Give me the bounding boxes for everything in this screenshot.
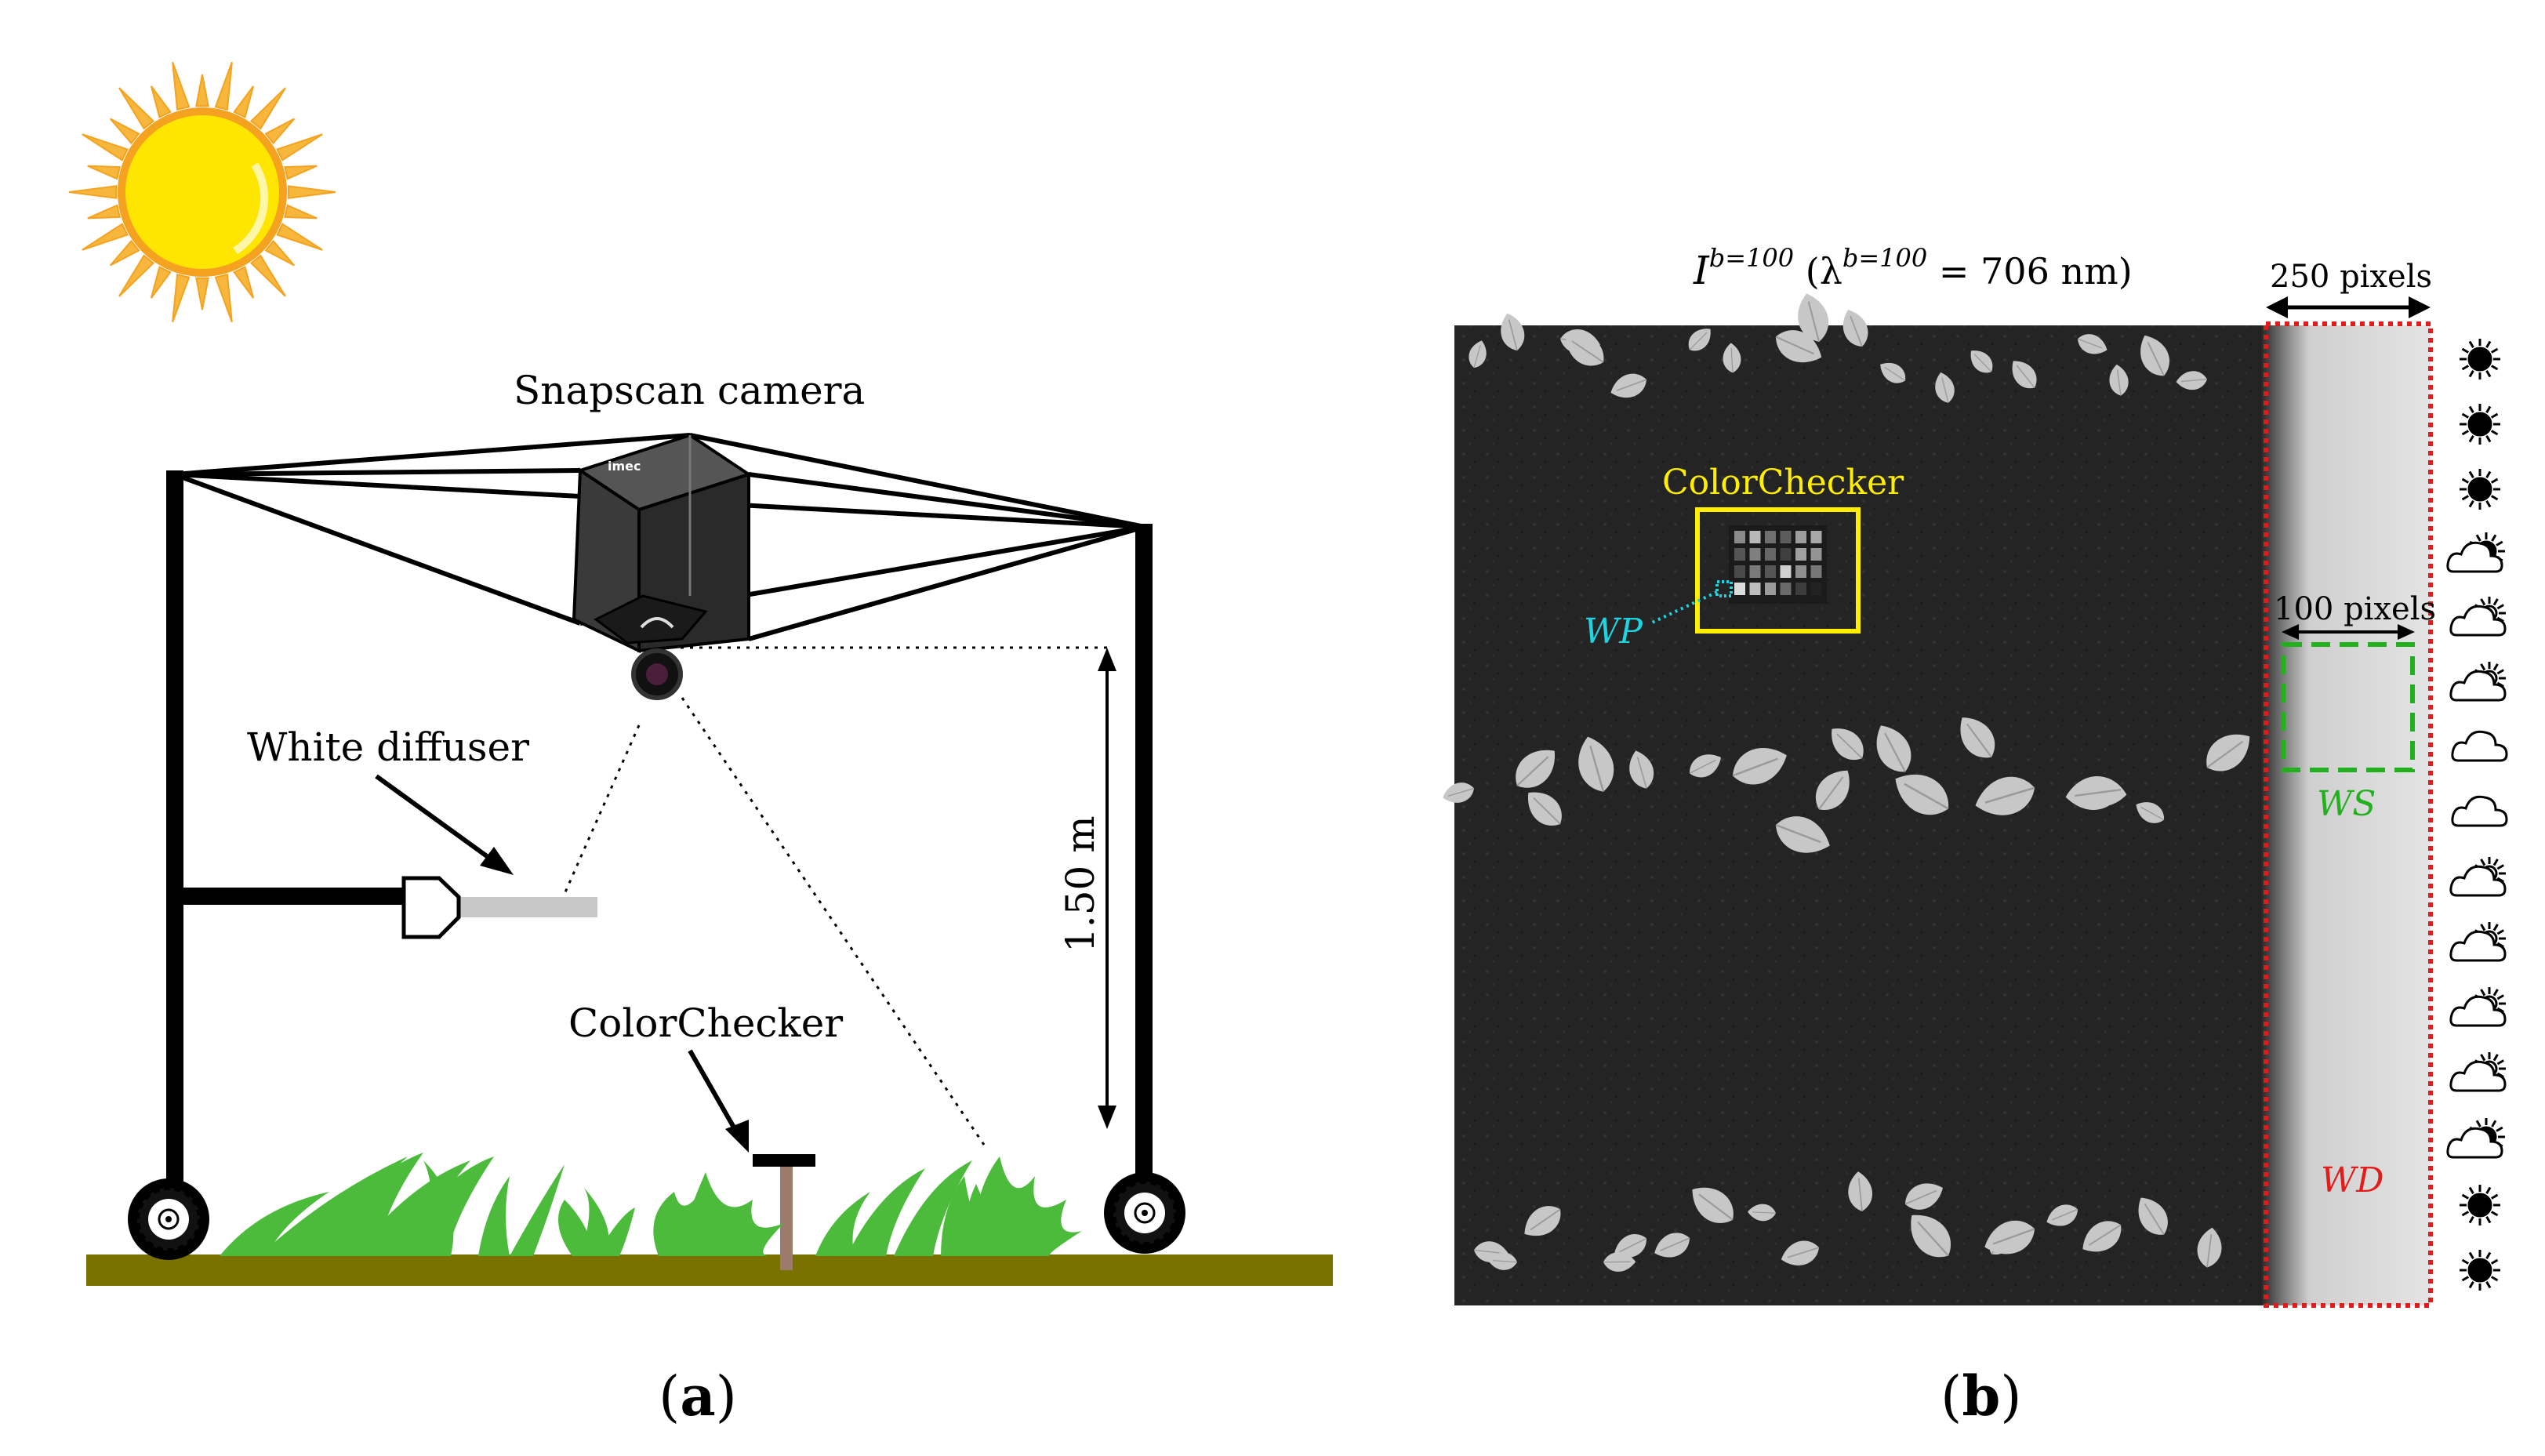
colorchecker-patch: [1810, 548, 1822, 561]
white-sample-region: [2281, 642, 2415, 772]
cloud-sun-icon: [2449, 597, 2507, 637]
colorchecker-patch: [1734, 565, 1745, 578]
sun-icon: [68, 61, 336, 323]
white-diffuser: [401, 876, 597, 939]
wp-label: WP: [1584, 612, 1643, 652]
sun-behind-cloud-icon: [2446, 532, 2505, 573]
height-dimension: [1098, 648, 1116, 1129]
left-wheel: [128, 1178, 209, 1260]
colorchecker-patch: [1780, 583, 1792, 595]
cloud-sun-icon: [2449, 987, 2507, 1027]
colorchecker-patch: [1765, 548, 1776, 561]
spectral-image: [1439, 289, 2431, 1305]
colorchecker-patch: [1780, 531, 1792, 543]
colorchecker-patch: [1780, 565, 1792, 578]
cloud-sun-icon: [2449, 1052, 2507, 1092]
snapscan-camera: imec: [572, 433, 753, 700]
panel-b-title: Ib=100 (λb=100 = 706 nm): [1693, 243, 2133, 293]
sun-icon: [2460, 1185, 2500, 1225]
colorchecker-patch: [1810, 583, 1822, 595]
caption-a: (a): [659, 1363, 737, 1429]
wd-label: WD: [2321, 1160, 2384, 1200]
colorchecker-patch: [1795, 531, 1806, 543]
right-wheel: [1104, 1172, 1185, 1254]
colorchecker-patch: [1734, 531, 1745, 543]
title-mid: (λ: [1794, 250, 1842, 292]
colorchecker-patch: [1749, 548, 1761, 561]
colorchecker-patch: [1765, 583, 1776, 595]
caption-b: (b): [1941, 1363, 2022, 1429]
cloud-icon: [2451, 795, 2508, 827]
diffuser-pointer-arrow: [375, 774, 514, 875]
colorchecker-stand: [753, 1154, 815, 1270]
colorchecker-patch: [1780, 548, 1792, 561]
ground: [86, 1254, 1333, 1286]
colorchecker-patch: [1734, 548, 1745, 561]
width-250-label: 250 pixels: [2270, 259, 2432, 295]
caption-a-open: (: [659, 1364, 680, 1429]
title-sup2: b=100: [1842, 243, 1927, 273]
colorchecker-patch: [1749, 583, 1761, 595]
cloud-icon: [2451, 730, 2508, 762]
colorchecker-chart: [1695, 507, 1861, 634]
camera-brand-label: imec: [608, 459, 641, 474]
frame: [166, 470, 1153, 1200]
width-100-arrow: [2282, 624, 2415, 640]
diffuser-label: White diffuser: [247, 724, 529, 770]
title-sup1: b=100: [1709, 243, 1794, 273]
caption-b-open: (: [1941, 1364, 1962, 1429]
panel-b: Ib=100 (λb=100 = 706 nm): [1439, 243, 2508, 1429]
colorchecker-patch: [1765, 531, 1776, 543]
field-of-view: [563, 646, 1113, 1146]
colorchecker-patch: [1734, 583, 1745, 595]
caption-b-letter: b: [1962, 1363, 2000, 1429]
sun-icon: [2460, 404, 2500, 445]
colorchecker-pointer-arrow: [688, 1049, 749, 1153]
colorchecker-label-b: ColorChecker: [1662, 463, 1904, 503]
panel-a: imec Snapscan camera 1.50 m White diffus…: [68, 61, 1333, 1429]
colorchecker-patch: [1810, 531, 1822, 543]
sun-icon: [2460, 339, 2500, 379]
sun-behind-cloud-icon: [2446, 1118, 2505, 1159]
weather-icons: [2446, 339, 2508, 1291]
caption-a-letter: a: [680, 1363, 715, 1429]
cloud-sun-icon: [2449, 662, 2507, 702]
cloud-sun-icon: [2449, 922, 2507, 962]
colorchecker-patch: [1795, 565, 1806, 578]
colorchecker-patch: [1749, 565, 1761, 578]
colorchecker-label-a: ColorChecker: [568, 1000, 843, 1046]
colorchecker-patch: [1810, 565, 1822, 578]
camera-label: Snapscan camera: [514, 368, 865, 413]
sun-icon: [2460, 1250, 2500, 1291]
white-patch-marker: [1650, 580, 1733, 625]
width-100-label: 100 pixels: [2274, 591, 2436, 627]
colorchecker-patch: [1795, 548, 1806, 561]
height-label: 1.50 m: [1058, 815, 1103, 953]
plants: [220, 1153, 1082, 1256]
colorchecker-patch: [1749, 531, 1761, 543]
title-end: = 706 nm): [1927, 250, 2132, 292]
width-250-arrow: [2266, 296, 2431, 318]
caption-b-close: ): [2000, 1364, 2021, 1429]
title-I: I: [1693, 248, 1710, 293]
ws-label: WS: [2317, 784, 2376, 824]
caption-a-close: ): [716, 1364, 737, 1429]
colorchecker-patch: [1795, 583, 1806, 595]
white-diffuser-region: [2264, 321, 2433, 1308]
sun-icon: [2460, 469, 2500, 510]
colorchecker-patch: [1765, 565, 1776, 578]
cloud-sun-icon: [2449, 857, 2507, 897]
